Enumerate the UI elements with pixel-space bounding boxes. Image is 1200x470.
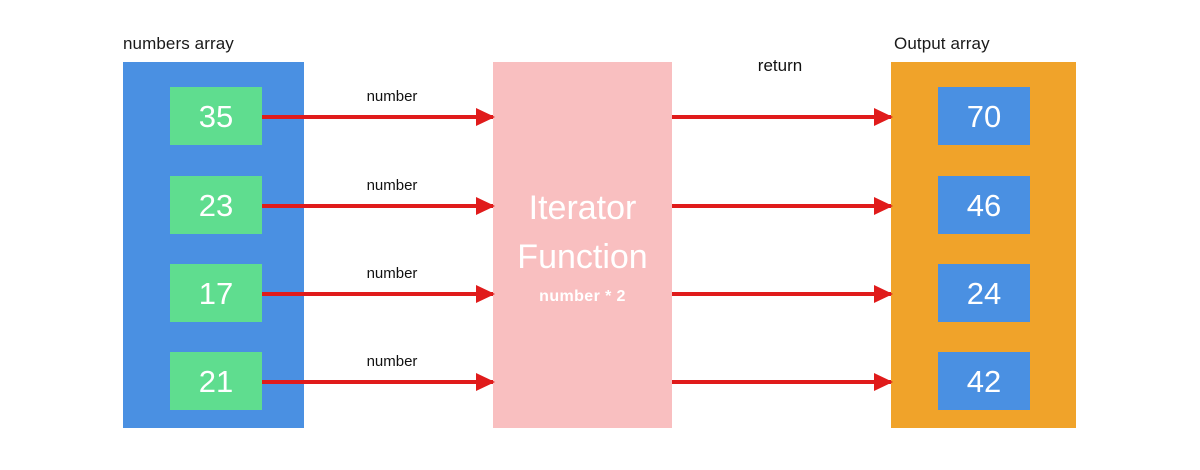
iterator-function-box: Iterator Function number * 2 (493, 62, 672, 428)
input-arrow-label: number (366, 177, 418, 194)
output-cell: 46 (938, 176, 1030, 234)
input-arrow (262, 292, 493, 296)
iterator-function-title: Iterator Function (517, 188, 648, 276)
input-array-caption: numbers array (123, 34, 234, 53)
return-arrow-label: return (757, 56, 803, 75)
iterator-function-formula: number * 2 (539, 288, 626, 306)
input-arrow (262, 204, 493, 208)
input-arrow-label: number (366, 353, 418, 370)
return-arrow (672, 204, 891, 208)
input-arrow-label: number (366, 265, 418, 282)
output-cell: 24 (938, 264, 1030, 322)
return-arrow (672, 292, 891, 296)
return-arrow (672, 380, 891, 384)
output-cell: 42 (938, 352, 1030, 410)
return-arrow (672, 115, 891, 119)
input-cell: 17 (170, 264, 262, 322)
input-arrow (262, 380, 493, 384)
input-cell: 23 (170, 176, 262, 234)
input-cell: 21 (170, 352, 262, 410)
output-cell: 70 (938, 87, 1030, 145)
input-cell: 35 (170, 87, 262, 145)
input-arrow-label: number (366, 88, 418, 105)
input-arrow (262, 115, 493, 119)
output-array-caption: Output array (894, 34, 990, 53)
